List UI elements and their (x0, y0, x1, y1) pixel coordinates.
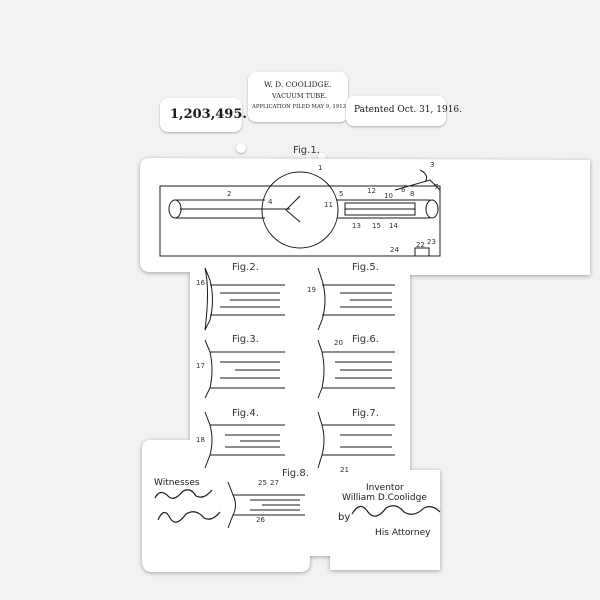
svg-text:3: 3 (430, 161, 434, 169)
svg-text:1: 1 (318, 164, 322, 172)
svg-text:20: 20 (334, 339, 343, 347)
fig1-bulb (261, 171, 339, 249)
svg-text:25: 25 (258, 479, 267, 487)
svg-text:23: 23 (427, 238, 436, 246)
fig4-caption: Fig.4. (232, 408, 259, 419)
fig5-drawing (317, 267, 395, 331)
fig6-drawing (317, 339, 395, 399)
svg-text:11: 11 (324, 201, 333, 209)
fig1-neck-left (175, 199, 265, 219)
fig3-drawing (204, 339, 285, 399)
inventor-full-name: William D.Coolidge (342, 493, 427, 503)
fig2-drawing (204, 267, 285, 331)
svg-text:6: 6 (401, 186, 406, 194)
svg-text:10: 10 (384, 192, 393, 200)
title-label: W. D. COOLIDGE. VACUUM TUBE. APPLICATION… (248, 72, 348, 122)
patent-number: 1,203,495. (170, 107, 247, 122)
svg-text:12: 12 (367, 187, 376, 195)
patented-label: Patented Oct. 31, 1916. (346, 96, 462, 126)
patent-title: VACUUM TUBE. (272, 92, 327, 100)
svg-text:8: 8 (410, 190, 414, 198)
svg-text:16: 16 (196, 279, 205, 287)
svg-text:4: 4 (268, 198, 273, 206)
fig5-caption: Fig.5. (352, 262, 379, 273)
witness-signature-1 (154, 489, 213, 499)
attorney-signature (351, 505, 441, 517)
inventor-name: W. D. COOLIDGE. (264, 80, 332, 89)
svg-text:5: 5 (339, 190, 343, 198)
svg-text:2: 2 (227, 190, 231, 198)
svg-text:17: 17 (196, 362, 205, 370)
fig2-caption: Fig.2. (232, 262, 259, 273)
svg-text:18: 18 (196, 436, 205, 444)
svg-text:27: 27 (270, 479, 279, 487)
patented-date: Patented Oct. 31, 1916. (354, 105, 463, 115)
svg-text:7: 7 (434, 183, 438, 191)
inventor-label: Inventor (366, 483, 404, 493)
application-filed: APPLICATION FILED MAY 9, 1913. (252, 104, 348, 110)
svg-text:14: 14 (389, 222, 398, 230)
svg-text:15: 15 (372, 222, 381, 230)
svg-text:22: 22 (416, 241, 425, 249)
fig7-caption: Fig.7. (352, 408, 379, 419)
svg-text:24: 24 (390, 246, 399, 254)
fig7-drawing (317, 411, 395, 469)
fig1-neck-right (337, 199, 430, 219)
patent-number-label: 1,203,495. (160, 98, 247, 132)
fig1-caption: Fig.1. (293, 145, 320, 156)
fig8-caption: Fig.8. (282, 468, 309, 479)
stray-dot-2 (318, 153, 326, 161)
fig6-caption: Fig.6. (352, 334, 379, 345)
attorney-label: His Attorney (375, 528, 431, 538)
by-label: by (338, 512, 351, 523)
svg-text:21: 21 (340, 466, 349, 474)
svg-text:19: 19 (307, 286, 316, 294)
witnesses-label: Witnesses (154, 478, 200, 488)
fig8-drawing (227, 481, 305, 529)
fig4-drawing (204, 411, 285, 469)
fig3-caption: Fig.3. (232, 334, 259, 345)
svg-text:13: 13 (352, 222, 361, 230)
svg-text:26: 26 (256, 516, 265, 524)
stray-dot-1 (236, 143, 246, 153)
witness-signature-2 (157, 511, 221, 523)
